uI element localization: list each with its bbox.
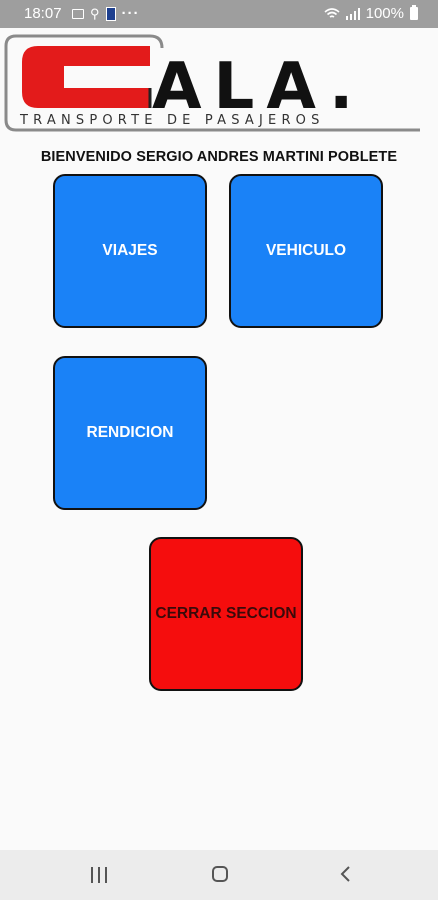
usb-icon: ⚲: [90, 6, 100, 21]
status-time: 18:07: [24, 5, 62, 22]
rendicion-button[interactable]: RENDICION: [53, 356, 207, 510]
welcome-message: BIENVENIDO SERGIO ANDRES MARTINI POBLETE: [40, 149, 398, 165]
viajes-button[interactable]: VIAJES: [53, 174, 207, 328]
rendicion-label: RENDICION: [86, 424, 174, 441]
recent-apps-icon[interactable]: [91, 867, 107, 883]
cerrar-seccion-label: CERRAR SECCION: [155, 605, 297, 622]
status-bar: 18:07 ⚲ ··· 100%: [0, 0, 438, 28]
wifi-icon: [324, 7, 340, 18]
company-logo: ALA. TRANSPORTE DE PASAJEROS: [0, 28, 438, 140]
viajes-label: VIAJES: [102, 242, 158, 259]
battery-icon: [410, 5, 418, 20]
cerrar-seccion-button[interactable]: CERRAR SECCION: [149, 537, 303, 691]
app-notification-icon: [105, 6, 116, 21]
navigation-bar: [0, 850, 438, 900]
more-notifications-icon: ···: [121, 5, 140, 22]
back-icon[interactable]: [336, 864, 356, 884]
logo-tagline: TRANSPORTE DE PASAJEROS: [19, 113, 325, 128]
vehiculo-button[interactable]: VEHICULO: [229, 174, 383, 328]
battery-percentage: 100%: [365, 5, 404, 22]
signal-icon: [345, 7, 360, 20]
home-icon[interactable]: [212, 866, 228, 882]
vehiculo-label: VEHICULO: [265, 242, 347, 259]
logo-brand-letters: ALA.: [152, 50, 365, 124]
gallery-icon: [72, 8, 84, 19]
